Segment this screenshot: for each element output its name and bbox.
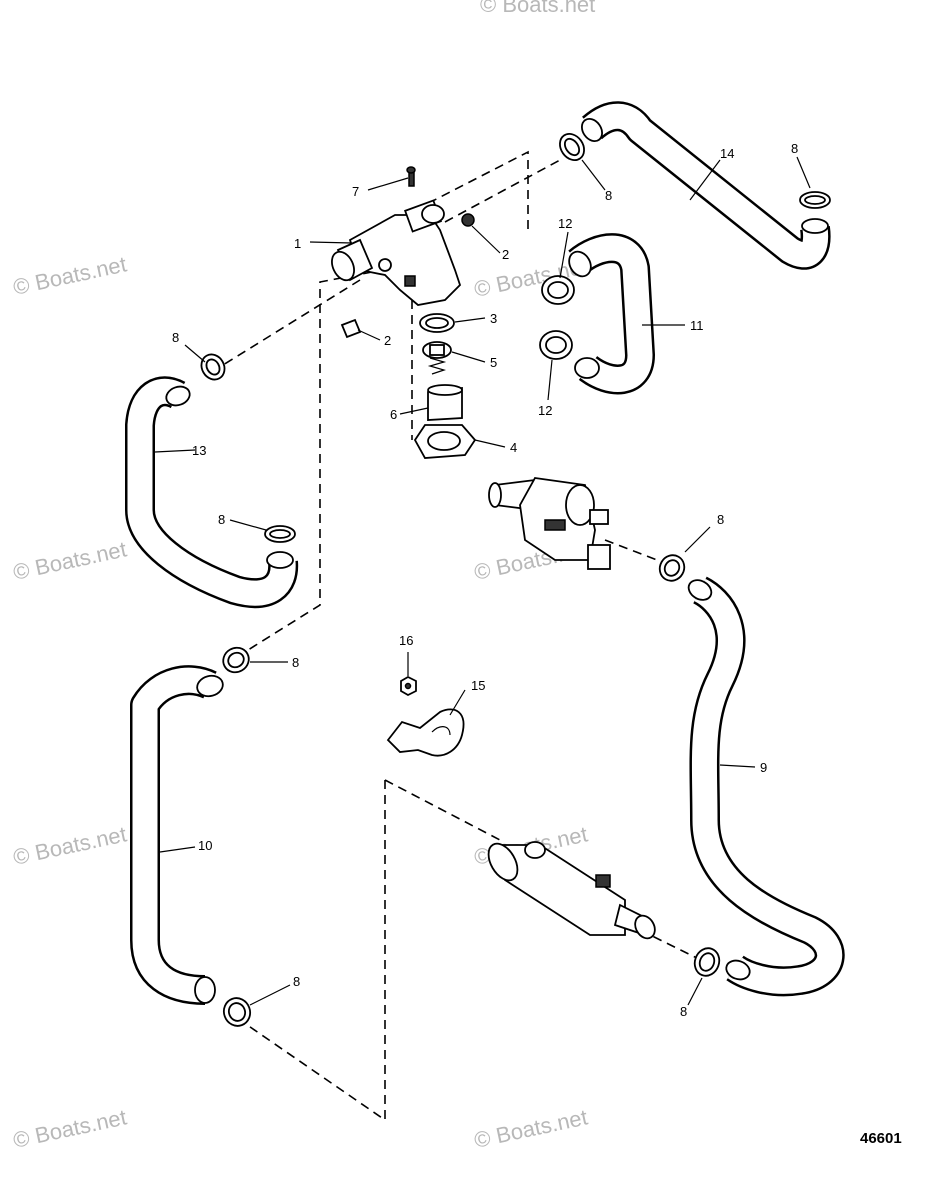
hose-clamp-8 (799, 191, 831, 209)
thermostat-housing (331, 199, 462, 306)
assembly-line (239, 271, 373, 656)
screw-7 (406, 166, 416, 187)
callout-8: 8 (218, 512, 225, 527)
callout-8: 8 (717, 512, 724, 527)
hose-11 (568, 233, 655, 395)
callout-10: 10 (198, 838, 212, 853)
thermostat-5 (422, 341, 452, 375)
callout-3: 3 (490, 311, 497, 326)
hose-14 (581, 101, 831, 270)
callout-14: 14 (720, 146, 734, 161)
assembly-line (214, 279, 361, 371)
callout-16: 16 (399, 633, 413, 648)
hose-9 (687, 576, 845, 997)
callout-8: 8 (292, 655, 299, 670)
watermark: © Boats.net (11, 536, 129, 584)
hose-clamp-8 (559, 133, 585, 161)
callout-8: 8 (172, 330, 179, 345)
assembly-line (639, 929, 706, 963)
hose-clamp-12 (541, 275, 575, 305)
callout-2: 2 (384, 333, 391, 348)
assembly-line (444, 159, 561, 223)
hose-13 (125, 376, 299, 609)
hose-clamp-8 (222, 997, 252, 1027)
callout-11: 11 (690, 318, 704, 333)
leader-lines (154, 156, 811, 1006)
callout-12: 12 (558, 216, 572, 231)
watermark: © Boats.net (11, 1104, 129, 1152)
nut-16 (400, 675, 417, 697)
water-pump (488, 477, 611, 570)
callouts: 7 1 2 2 3 5 6 4 8 14 8 11 12 12 8 13 8 8… (172, 141, 798, 1019)
hose-clamp-8 (658, 554, 686, 582)
assembly-line (414, 150, 529, 230)
watermarks: © Boats.net © Boats.net © Boats.net © Bo… (11, 0, 595, 1153)
callout-8: 8 (680, 1004, 687, 1019)
watermark: © Boats.net (11, 251, 129, 299)
assembly-lines (214, 150, 706, 1122)
watermark: © Boats.net (472, 1104, 590, 1152)
diagram-number: 46601 (860, 1130, 902, 1147)
assembly-line (604, 539, 671, 566)
callout-7: 7 (352, 184, 359, 199)
gasket-3 (419, 313, 455, 333)
hose-clamp-12 (539, 330, 573, 360)
callout-4: 4 (510, 440, 517, 455)
hose-clamp-8 (693, 947, 721, 977)
callout-15: 15 (471, 678, 485, 693)
hose-clamp-8 (200, 353, 226, 381)
cooler (487, 841, 656, 940)
watermark: © Boats.net (480, 0, 595, 17)
plug-2 (340, 213, 475, 339)
callout-13: 13 (192, 443, 206, 458)
callout-1: 1 (294, 236, 301, 251)
assembly-line (384, 779, 501, 841)
callout-8: 8 (791, 141, 798, 156)
assembly-line (239, 780, 386, 1122)
hose-clamp-8 (264, 525, 296, 543)
sleeve-6 (427, 384, 463, 421)
gasket-4 (413, 424, 477, 459)
callout-12: 12 (538, 403, 552, 418)
bracket-15 (386, 708, 465, 757)
callout-8: 8 (605, 188, 612, 203)
hose-10 (130, 665, 224, 1005)
callout-8: 8 (293, 974, 300, 989)
callout-2: 2 (502, 247, 509, 262)
callout-9: 9 (760, 760, 767, 775)
hose-clamp-8 (222, 646, 250, 674)
watermark: © Boats.net (11, 821, 129, 869)
callout-6: 6 (390, 407, 397, 422)
callout-5: 5 (490, 355, 497, 370)
